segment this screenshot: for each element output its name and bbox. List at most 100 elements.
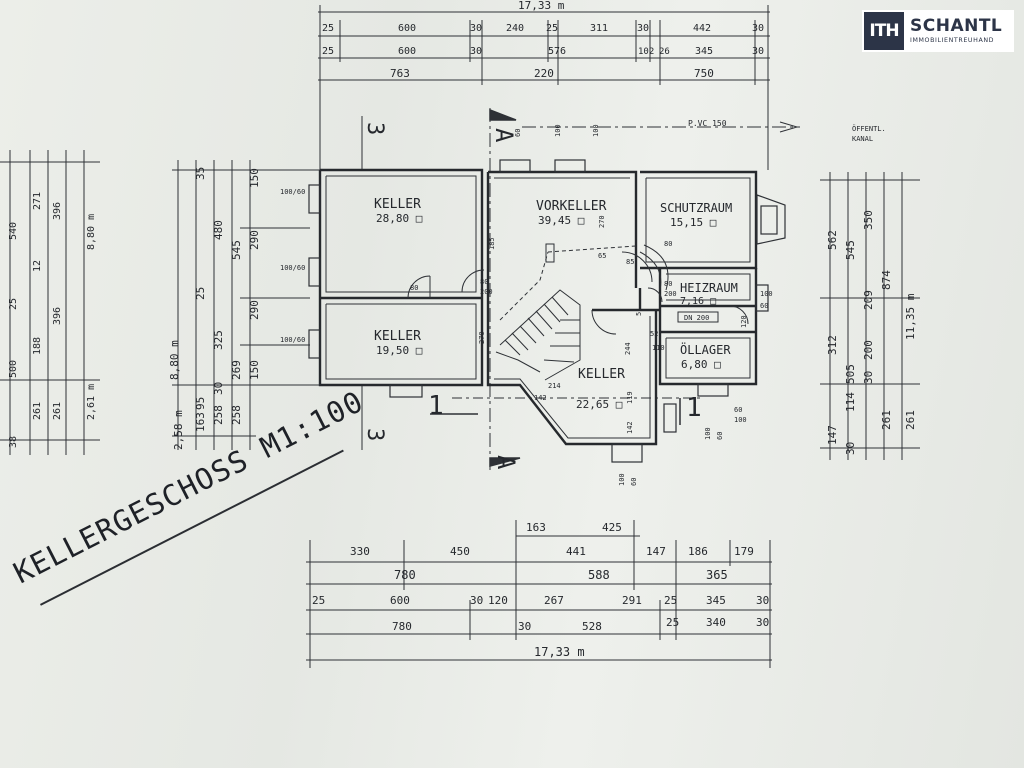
- inner-dim: 60: [760, 302, 768, 310]
- section-mark-a: A: [492, 455, 520, 470]
- dim-label: 480: [212, 220, 225, 240]
- room-area-heizraum: 7,16 □: [680, 296, 716, 307]
- room-area-keller-1: 28,80 □: [376, 212, 423, 225]
- inner-dim: 270: [598, 215, 606, 228]
- inner-dim: 65: [598, 252, 606, 260]
- pvc-note: P.VC 150: [688, 119, 727, 128]
- room-name-keller-1: KELLER: [374, 197, 421, 212]
- window-dim: 100/60: [280, 188, 305, 196]
- inner-dim: 100: [554, 124, 562, 137]
- inner-dim: 80: [664, 280, 672, 288]
- dn-note: DN 200: [684, 314, 709, 322]
- window-dim: 100/60: [280, 336, 305, 344]
- dim-label: 30: [470, 23, 482, 34]
- inner-dim: 100: [592, 124, 600, 137]
- section-mark-3: 3: [362, 122, 387, 135]
- right-dim-total: 11,35 m: [904, 293, 917, 340]
- kanal-note: KANAL: [852, 135, 873, 143]
- dim-label: 220: [534, 67, 554, 80]
- dim-label: 25: [8, 298, 19, 310]
- dim-label: 120: [488, 594, 508, 607]
- dim-label: 750: [694, 67, 714, 80]
- dim-label: 340: [706, 616, 726, 629]
- dim-label: 576: [548, 46, 566, 57]
- dim-label: 291: [622, 594, 642, 607]
- inner-dim: 142: [534, 394, 547, 402]
- inner-dim: 200: [480, 288, 493, 296]
- dim-label: 30: [752, 46, 764, 57]
- inner-dim: 52: [650, 330, 658, 338]
- dim-label: 30: [637, 23, 649, 34]
- dim-label: 600: [398, 46, 416, 57]
- inner-dim: 80: [480, 278, 488, 286]
- inner-dim: 60: [734, 406, 742, 414]
- room-name-schutzraum: SCHUTZRAUM: [660, 201, 732, 215]
- dim-label: 150: [248, 168, 261, 188]
- inner-dim: 214: [548, 382, 561, 390]
- section-mark-1: 1: [686, 393, 702, 423]
- dim-label: 528: [582, 620, 602, 633]
- inner-dim: 85: [626, 258, 634, 266]
- room-name-vorkeller: VORKELLER: [536, 199, 607, 214]
- inner-dim: 80: [410, 284, 418, 292]
- section-mark-1: 1: [428, 391, 444, 421]
- dim-label: 26: [659, 47, 670, 57]
- dim-label: 30: [756, 594, 769, 607]
- brand-tagline: IMMOBILIENTREUHAND: [910, 36, 995, 44]
- dim-label: 874: [880, 270, 893, 290]
- dim-label: 147: [826, 425, 839, 445]
- dim-label: 311: [590, 23, 608, 34]
- dim-label: 330: [350, 545, 370, 558]
- dim-label: 425: [602, 521, 622, 534]
- dim-label: 200: [862, 340, 875, 360]
- inner-dim: 60: [514, 129, 522, 137]
- room-area-keller-3: 22,65 □: [576, 398, 623, 411]
- dim-label: 396: [52, 202, 63, 220]
- dim-label: 261: [880, 410, 893, 430]
- dim-label: 12: [32, 260, 43, 272]
- dim-label: 450: [450, 545, 470, 558]
- dim-label: 600: [398, 23, 416, 34]
- dim-label: 25: [546, 23, 558, 34]
- dim-label: 290: [248, 230, 261, 250]
- dim-label: 186: [688, 545, 708, 558]
- dim-label: 30: [752, 23, 764, 34]
- inner-dim: 60: [716, 432, 724, 440]
- dim-label: 545: [844, 240, 857, 260]
- room-area-oellager: 6,80 □: [681, 358, 721, 371]
- dim-label: 35: [194, 167, 207, 180]
- brand-name: SCHANTL: [910, 15, 1003, 36]
- dim-label: 505: [844, 364, 857, 384]
- top-dim-total: 17,33 m: [518, 0, 565, 12]
- dim-label: 258: [212, 405, 225, 425]
- dim-label: 25: [322, 23, 334, 34]
- dim-label: 240: [506, 23, 524, 34]
- inner-dim: 60: [630, 478, 638, 486]
- dim-label: 30: [862, 371, 875, 384]
- inner-dim: 200: [664, 290, 677, 298]
- dim-label: 345: [695, 46, 713, 57]
- dim-label: 588: [588, 568, 610, 582]
- inner-dim: 270: [478, 331, 486, 344]
- dim-label: 269: [230, 360, 243, 380]
- room-area-vorkeller: 39,45 □: [538, 214, 585, 227]
- inner-dim: 244: [624, 342, 632, 355]
- far-left-total: 8,80 m: [86, 214, 97, 250]
- dim-label: 500: [8, 360, 19, 378]
- inner-dim: 110: [652, 344, 665, 352]
- inner-dim: 100: [734, 416, 747, 424]
- dim-label: 540: [8, 222, 19, 240]
- dim-label: 30: [844, 442, 857, 455]
- dim-label: 25: [194, 287, 207, 300]
- dim-label: 30: [756, 616, 769, 629]
- dim-label: 25: [664, 594, 677, 607]
- room-name-heizraum: HEIZRAUM: [680, 281, 738, 295]
- bottom-dim-total: 17,33 m: [534, 645, 585, 659]
- inner-dim: 120: [740, 315, 748, 328]
- dim-label: 290: [248, 300, 261, 320]
- inner-dim: 100: [760, 290, 773, 298]
- dim-label: 30: [470, 46, 482, 57]
- dim-label: 38: [8, 436, 19, 448]
- dim-label: 780: [392, 620, 412, 633]
